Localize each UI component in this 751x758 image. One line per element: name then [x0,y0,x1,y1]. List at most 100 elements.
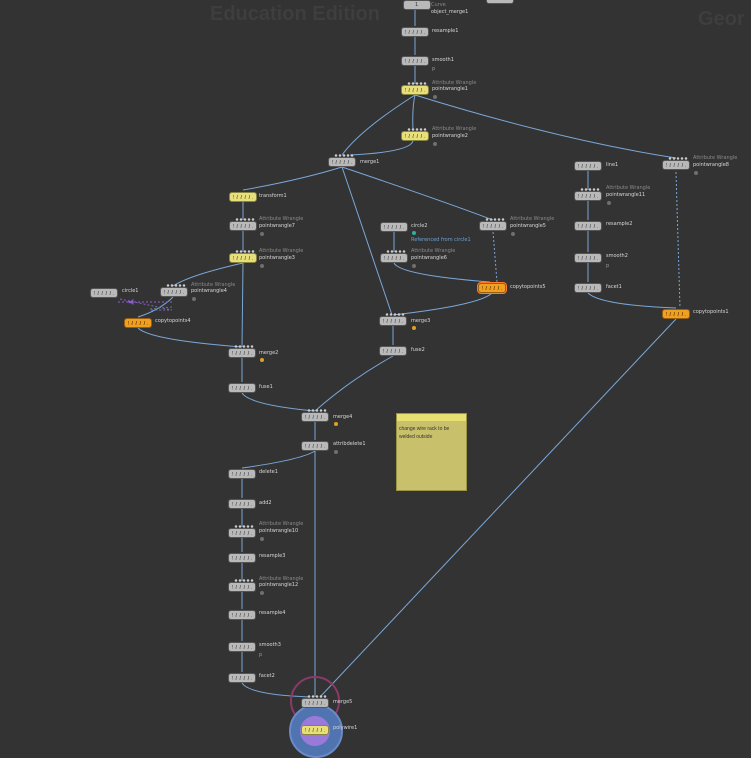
node-pointwrangle1[interactable] [401,82,429,95]
wire[interactable] [392,292,493,316]
sticky-note[interactable]: change wire rack to be welded outside [396,413,467,491]
node-label[interactable]: pointwrangle12 [259,582,299,588]
node-facet1[interactable] [574,283,602,293]
node-pointwrangle11[interactable] [574,188,602,201]
node-label[interactable]: merge5 [333,699,353,705]
node-fuse1[interactable] [228,383,256,393]
node-label[interactable]: resample4 [259,610,286,616]
node-facet2[interactable] [228,673,256,683]
node-label[interactable]: facet2 [259,673,275,679]
node-label[interactable]: copytopoints4 [155,318,191,324]
wire[interactable] [341,94,416,156]
sticky-note-titlebar[interactable] [397,414,466,421]
node-merge4[interactable] [301,409,329,422]
node-label[interactable]: fuse2 [411,347,425,353]
node-label[interactable]: delete1 [259,469,278,475]
node-merge1[interactable] [328,154,356,167]
node-label[interactable]: circle2 [411,223,428,229]
node-circle1[interactable] [90,288,118,298]
wire[interactable] [412,94,416,131]
node-label[interactable]: pointwrangle5 [510,223,546,229]
node-label[interactable]: merge2 [259,350,279,356]
node-label[interactable]: polywire1 [333,725,358,731]
node-label[interactable]: facet1 [606,284,622,290]
bypass-flag[interactable] [260,537,264,541]
node-smooth1[interactable] [401,56,429,66]
node-merge3[interactable] [379,313,407,326]
node-smooth3[interactable] [228,642,256,652]
node-label[interactable]: resample2 [606,221,633,227]
wire[interactable] [414,94,677,159]
node-pointwrangle4[interactable] [160,284,188,297]
node-resample1[interactable] [401,27,429,37]
node-merge2[interactable] [228,345,256,358]
node-label[interactable]: pointwrangle10 [259,528,299,534]
bypass-flag[interactable] [607,201,611,205]
bypass-flag[interactable] [694,171,698,175]
wire[interactable] [349,140,414,156]
node-pointwrangle12[interactable] [228,579,256,592]
wire[interactable] [341,166,494,221]
sticky-note-text[interactable]: change wire rack to be welded outside [399,426,450,440]
wire[interactable] [341,166,393,316]
node-pointwrangle6[interactable] [380,250,408,263]
node-copytopoints4[interactable] [124,318,152,328]
node-copytopoints1[interactable] [662,309,690,319]
node-label[interactable]: object_merge1 [431,9,469,15]
bypass-flag[interactable] [260,591,264,595]
node-object-merge1[interactable]: 1 [403,0,431,10]
template-flag[interactable] [412,326,416,330]
node-transform1[interactable] [229,192,257,202]
wire[interactable] [242,166,343,191]
node-offscreen[interactable] [486,0,514,4]
node-resample2[interactable] [574,221,602,231]
node-label[interactable]: attribdelete1 [333,441,366,447]
node-label[interactable]: pointwrangle8 [693,162,729,168]
node-label[interactable]: pointwrangle7 [259,223,295,229]
node-label[interactable]: transform1 [259,193,287,199]
template-flag[interactable] [334,422,338,426]
node-polywire1[interactable] [301,725,329,735]
node-label[interactable]: pointwrangle3 [259,255,295,261]
node-label[interactable]: pointwrangle2 [432,133,468,139]
wire[interactable] [137,296,174,318]
wire[interactable] [137,327,243,348]
bypass-flag[interactable] [334,450,338,454]
node-label[interactable]: line1 [606,162,619,168]
node-pointwrangle7[interactable] [229,218,257,231]
node-add2[interactable] [228,499,256,509]
node-fuse2[interactable] [379,346,407,356]
node-pointwrangle10[interactable] [228,525,256,538]
bypass-flag[interactable] [260,264,264,268]
bypass-flag[interactable] [511,232,515,236]
node-label[interactable]: copytopoints5 [510,284,546,290]
node-copytopoints5[interactable] [477,282,507,294]
node-delete1[interactable] [228,469,256,479]
node-label[interactable]: pointwrangle4 [191,288,227,294]
node-label[interactable]: fuse1 [259,384,273,390]
node-label[interactable]: resample1 [432,28,459,34]
reference-flag[interactable] [412,231,416,235]
node-label[interactable]: pointwrangle6 [411,255,447,261]
bypass-flag[interactable] [412,264,416,268]
template-flag[interactable] [260,358,264,362]
wire[interactable] [314,355,394,412]
node-label[interactable]: copytopoints1 [693,309,729,315]
bypass-flag[interactable] [433,142,437,146]
bypass-flag[interactable] [433,95,437,99]
node-label[interactable]: smooth3 [259,642,281,648]
wire[interactable] [241,450,316,469]
node-label[interactable]: add2 [259,500,272,506]
node-label[interactable]: merge3 [411,318,431,324]
wire[interactable] [241,392,316,412]
node-pointwrangle8[interactable] [662,157,690,170]
node-resample3[interactable] [228,553,256,563]
node-label[interactable]: smooth2 [606,253,628,259]
wire[interactable] [319,318,677,698]
node-pointwrangle5[interactable] [479,218,507,231]
bypass-flag[interactable] [192,297,196,301]
node-label[interactable]: merge4 [333,414,353,420]
wire[interactable] [241,262,244,348]
node-smooth2[interactable] [574,253,602,263]
node-line1[interactable] [574,161,602,171]
